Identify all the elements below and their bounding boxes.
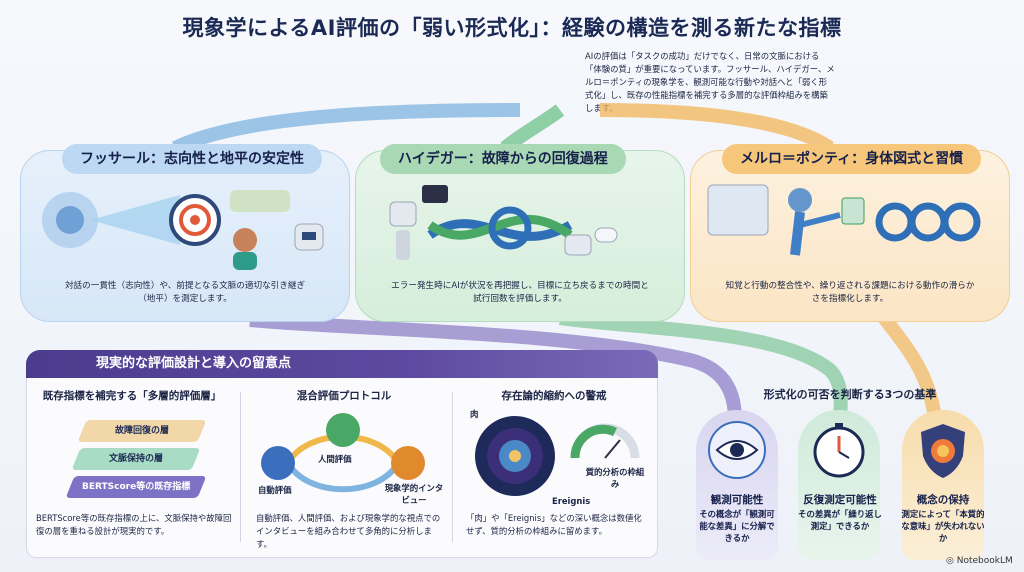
criterion-observability-text: その概念が「観測可能な差異」に分解できるか — [699, 509, 775, 543]
divider — [240, 392, 241, 542]
node-interview: 現象学的インタビュー — [384, 483, 444, 505]
lower-section-header: 現実的な評価設計と導入の留意点 — [26, 350, 658, 378]
heidegger-illustration — [389, 185, 618, 260]
col1-title: 既存指標を補完する「多層的評価層」 — [42, 390, 222, 402]
panel-heidegger-title: ハイデガー：故障からの回復過程 — [380, 144, 626, 174]
protocol-cycle — [261, 413, 425, 493]
criterion-concept-retention-text: 測定によって「本質的な意味」が失われないか — [901, 509, 985, 543]
node-auto-eval: 自動評価 — [258, 485, 292, 495]
criteria-header: 形式化の可否を判断する3つの基準 — [763, 388, 937, 401]
microphone-icon — [391, 446, 425, 480]
panel-husserl-title: フッサール：志向性と地平の安定性 — [62, 144, 322, 174]
col2-title: 混合評価プロトコル — [296, 390, 392, 402]
col2-text: 自動評価、人間評価、および現象学的な視点でのインタビューを組み合わせて多角的に分… — [256, 513, 441, 549]
people-icon — [326, 413, 360, 447]
panel-heidegger-text: エラー発生時にAIが状況を再把握し、目標に立ち戻るまでの時間と試行回数を評価しま… — [391, 281, 649, 304]
layer-context: 文脈保持の層 — [71, 448, 201, 470]
gear-icon — [261, 446, 295, 480]
col1-text: BERTScore等の既存指標の上に、文脈保持や故障回復の層を重ねる設計が現実的… — [36, 513, 232, 536]
merleau-ponty-illustration — [707, 184, 981, 256]
label-flesh: 肉 — [470, 409, 479, 419]
label-qualitative: 質的分析の枠組み — [585, 467, 645, 489]
criterion-concept-retention-title: 概念の保持 — [916, 494, 970, 506]
panel-husserl-text: 対話の一貫性（志向性）や、前提となる文脈の適切な引き継ぎ（地平）を測定します。 — [64, 281, 306, 304]
criterion-repeatability-text: その差異が「繰り返し測定」できるか — [798, 509, 882, 531]
criterion-repeatability-title: 反復測定可能性 — [803, 494, 877, 506]
page-title: 現象学によるAI評価の「弱い形式化」：経験の構造を測る新たな指標 — [182, 16, 842, 40]
criterion-observability-title: 観測可能性 — [710, 494, 764, 506]
ontology-illustration — [475, 416, 640, 496]
divider — [452, 392, 453, 542]
logo-icon: ◎ — [946, 556, 954, 566]
husserl-illustration — [42, 190, 324, 270]
shield-icon — [921, 424, 965, 478]
panel-merleau-ponty-text: 知覚と行動の整合性や、繰り返される課題における動作の滑らかさを指標化します。 — [725, 281, 975, 304]
panel-merleau-ponty-title: メルロ＝ポンティ：身体図式と習慣 — [722, 144, 982, 174]
label-ereignis: Ereignis — [552, 496, 591, 506]
eye-icon — [708, 421, 766, 479]
notebooklm-logo: ◎ NotebookLM — [946, 556, 1013, 566]
col3-text: 「肉」や「Ereignis」などの深い概念は数値化せず、質的分析の枠組みに留めま… — [466, 513, 642, 536]
node-human-eval: 人間評価 — [318, 454, 352, 464]
layer-bertscore: BERTScore等の既存指標 — [65, 476, 207, 498]
col3-title: 存在論的縮約への警戒 — [501, 390, 607, 402]
stopwatch-icon — [813, 423, 865, 478]
layer-recovery: 故障回復の層 — [77, 420, 207, 442]
